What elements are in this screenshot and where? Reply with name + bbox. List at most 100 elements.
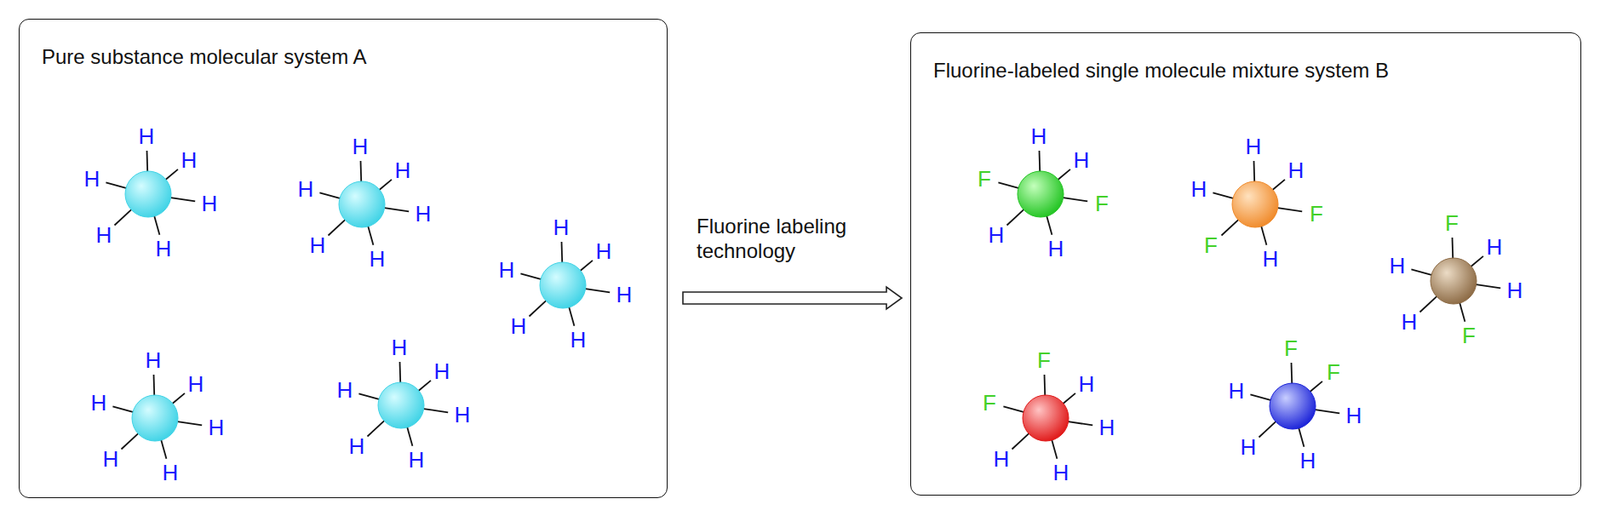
bond-line bbox=[383, 207, 409, 213]
atom-symbol: H bbox=[391, 336, 408, 359]
atom-symbol: H bbox=[1191, 177, 1208, 201]
atom-symbol: F bbox=[1204, 234, 1218, 257]
atom-symbol: H bbox=[510, 315, 528, 338]
bond-line bbox=[1221, 218, 1239, 236]
atom-symbol: H bbox=[434, 360, 451, 383]
atom-sphere bbox=[1269, 383, 1316, 430]
bond-line bbox=[367, 419, 385, 437]
bond-line bbox=[1212, 192, 1234, 199]
bond-line bbox=[1308, 381, 1323, 393]
bond-line bbox=[1061, 393, 1076, 405]
atom-symbol: H bbox=[369, 247, 386, 270]
bond-line bbox=[1419, 295, 1438, 313]
bond-line bbox=[561, 241, 564, 264]
bond-line bbox=[1056, 169, 1071, 181]
atom-symbol: H bbox=[1099, 416, 1116, 439]
atom-sphere bbox=[338, 181, 385, 228]
atom-symbol: H bbox=[96, 223, 113, 247]
atom-symbol: H bbox=[91, 391, 108, 414]
bond-line bbox=[1271, 179, 1285, 191]
molecule bbox=[1250, 362, 1340, 448]
atom-symbol: H bbox=[498, 258, 516, 282]
bond-line bbox=[1006, 208, 1025, 226]
atom-symbol: H bbox=[1346, 404, 1363, 427]
atom-symbol: F bbox=[1284, 337, 1298, 360]
bond-line bbox=[120, 432, 139, 450]
atom-symbol: H bbox=[1073, 149, 1090, 172]
bond-line bbox=[1459, 301, 1466, 322]
atom-symbol: H bbox=[352, 135, 369, 158]
atom-symbol: F bbox=[1309, 202, 1324, 225]
atom-symbol: H bbox=[337, 378, 354, 402]
hollow-arrow bbox=[682, 286, 902, 310]
atom-symbol: H bbox=[408, 448, 425, 471]
arrow-label: Fluorine labeling technology bbox=[696, 214, 893, 264]
system-panel: Fluorine-labeled single molecule mixture… bbox=[910, 32, 1582, 496]
bond-line bbox=[1046, 214, 1053, 236]
atom-symbol: H bbox=[208, 416, 225, 439]
atom-symbol: H bbox=[1048, 237, 1065, 260]
bond-line bbox=[1290, 362, 1294, 385]
bond-line bbox=[1313, 409, 1340, 414]
atom-symbol: H bbox=[201, 192, 218, 215]
atom-symbol: H bbox=[155, 237, 173, 260]
atom-symbol: F bbox=[1445, 212, 1459, 235]
atom-symbol: H bbox=[1300, 449, 1317, 472]
bond-line bbox=[164, 169, 178, 181]
atom-symbol: H bbox=[1078, 372, 1096, 396]
bond-line bbox=[146, 150, 150, 173]
atom-symbol: H bbox=[988, 223, 1005, 247]
bond-line bbox=[114, 208, 132, 226]
bond-line bbox=[1276, 207, 1302, 213]
atom-sphere bbox=[131, 395, 178, 442]
atom-sphere bbox=[539, 262, 586, 309]
bond-line bbox=[1410, 269, 1433, 276]
bond-line bbox=[407, 425, 413, 447]
bond-line bbox=[997, 182, 1020, 189]
bond-line bbox=[422, 408, 448, 413]
panel-title: Pure substance molecular system A bbox=[41, 45, 368, 69]
bond-line bbox=[360, 160, 363, 184]
atom-symbol: H bbox=[298, 177, 315, 201]
atom-symbol: H bbox=[309, 234, 327, 257]
atom-symbol: H bbox=[138, 125, 155, 148]
atom-symbol: F bbox=[1037, 349, 1051, 372]
atom-symbol: H bbox=[181, 149, 198, 172]
atom-symbol: H bbox=[1240, 435, 1257, 459]
bond-line bbox=[153, 374, 156, 397]
atom-symbol: H bbox=[616, 283, 633, 306]
atom-sphere bbox=[378, 382, 425, 429]
atom-symbol: H bbox=[162, 461, 179, 484]
bond-line bbox=[176, 421, 202, 426]
atom-sphere bbox=[1430, 258, 1477, 304]
bond-line bbox=[112, 406, 134, 413]
bond-line bbox=[568, 305, 575, 327]
atom-symbol: H bbox=[1288, 159, 1305, 182]
bond-line bbox=[1250, 394, 1272, 401]
atom-symbol: H bbox=[1031, 125, 1048, 148]
atom-symbol: H bbox=[1228, 379, 1245, 402]
atom-symbol: H bbox=[993, 447, 1010, 471]
bond-line bbox=[105, 182, 127, 189]
bond-line bbox=[327, 218, 346, 236]
bond-line bbox=[1066, 421, 1093, 426]
bond-line bbox=[399, 361, 402, 385]
bond-line bbox=[378, 179, 392, 191]
atom-symbol: H bbox=[1486, 235, 1503, 259]
bond-line bbox=[1258, 420, 1277, 438]
atom-symbol: F bbox=[977, 167, 992, 190]
bond-line bbox=[579, 260, 593, 272]
bond-line bbox=[169, 197, 195, 202]
atom-symbol: H bbox=[570, 328, 587, 351]
atom-symbol: H bbox=[103, 447, 120, 471]
atom-symbol: F bbox=[1326, 361, 1341, 384]
bond-line bbox=[528, 299, 547, 317]
bond-line bbox=[1298, 426, 1305, 448]
atom-symbol: H bbox=[1245, 135, 1262, 158]
atom-symbol: H bbox=[1401, 310, 1418, 333]
atom-sphere bbox=[125, 171, 172, 218]
atom-sphere bbox=[1022, 395, 1069, 442]
bond-line bbox=[1011, 432, 1030, 450]
bond-line bbox=[154, 214, 161, 236]
bond-line bbox=[1261, 224, 1268, 246]
